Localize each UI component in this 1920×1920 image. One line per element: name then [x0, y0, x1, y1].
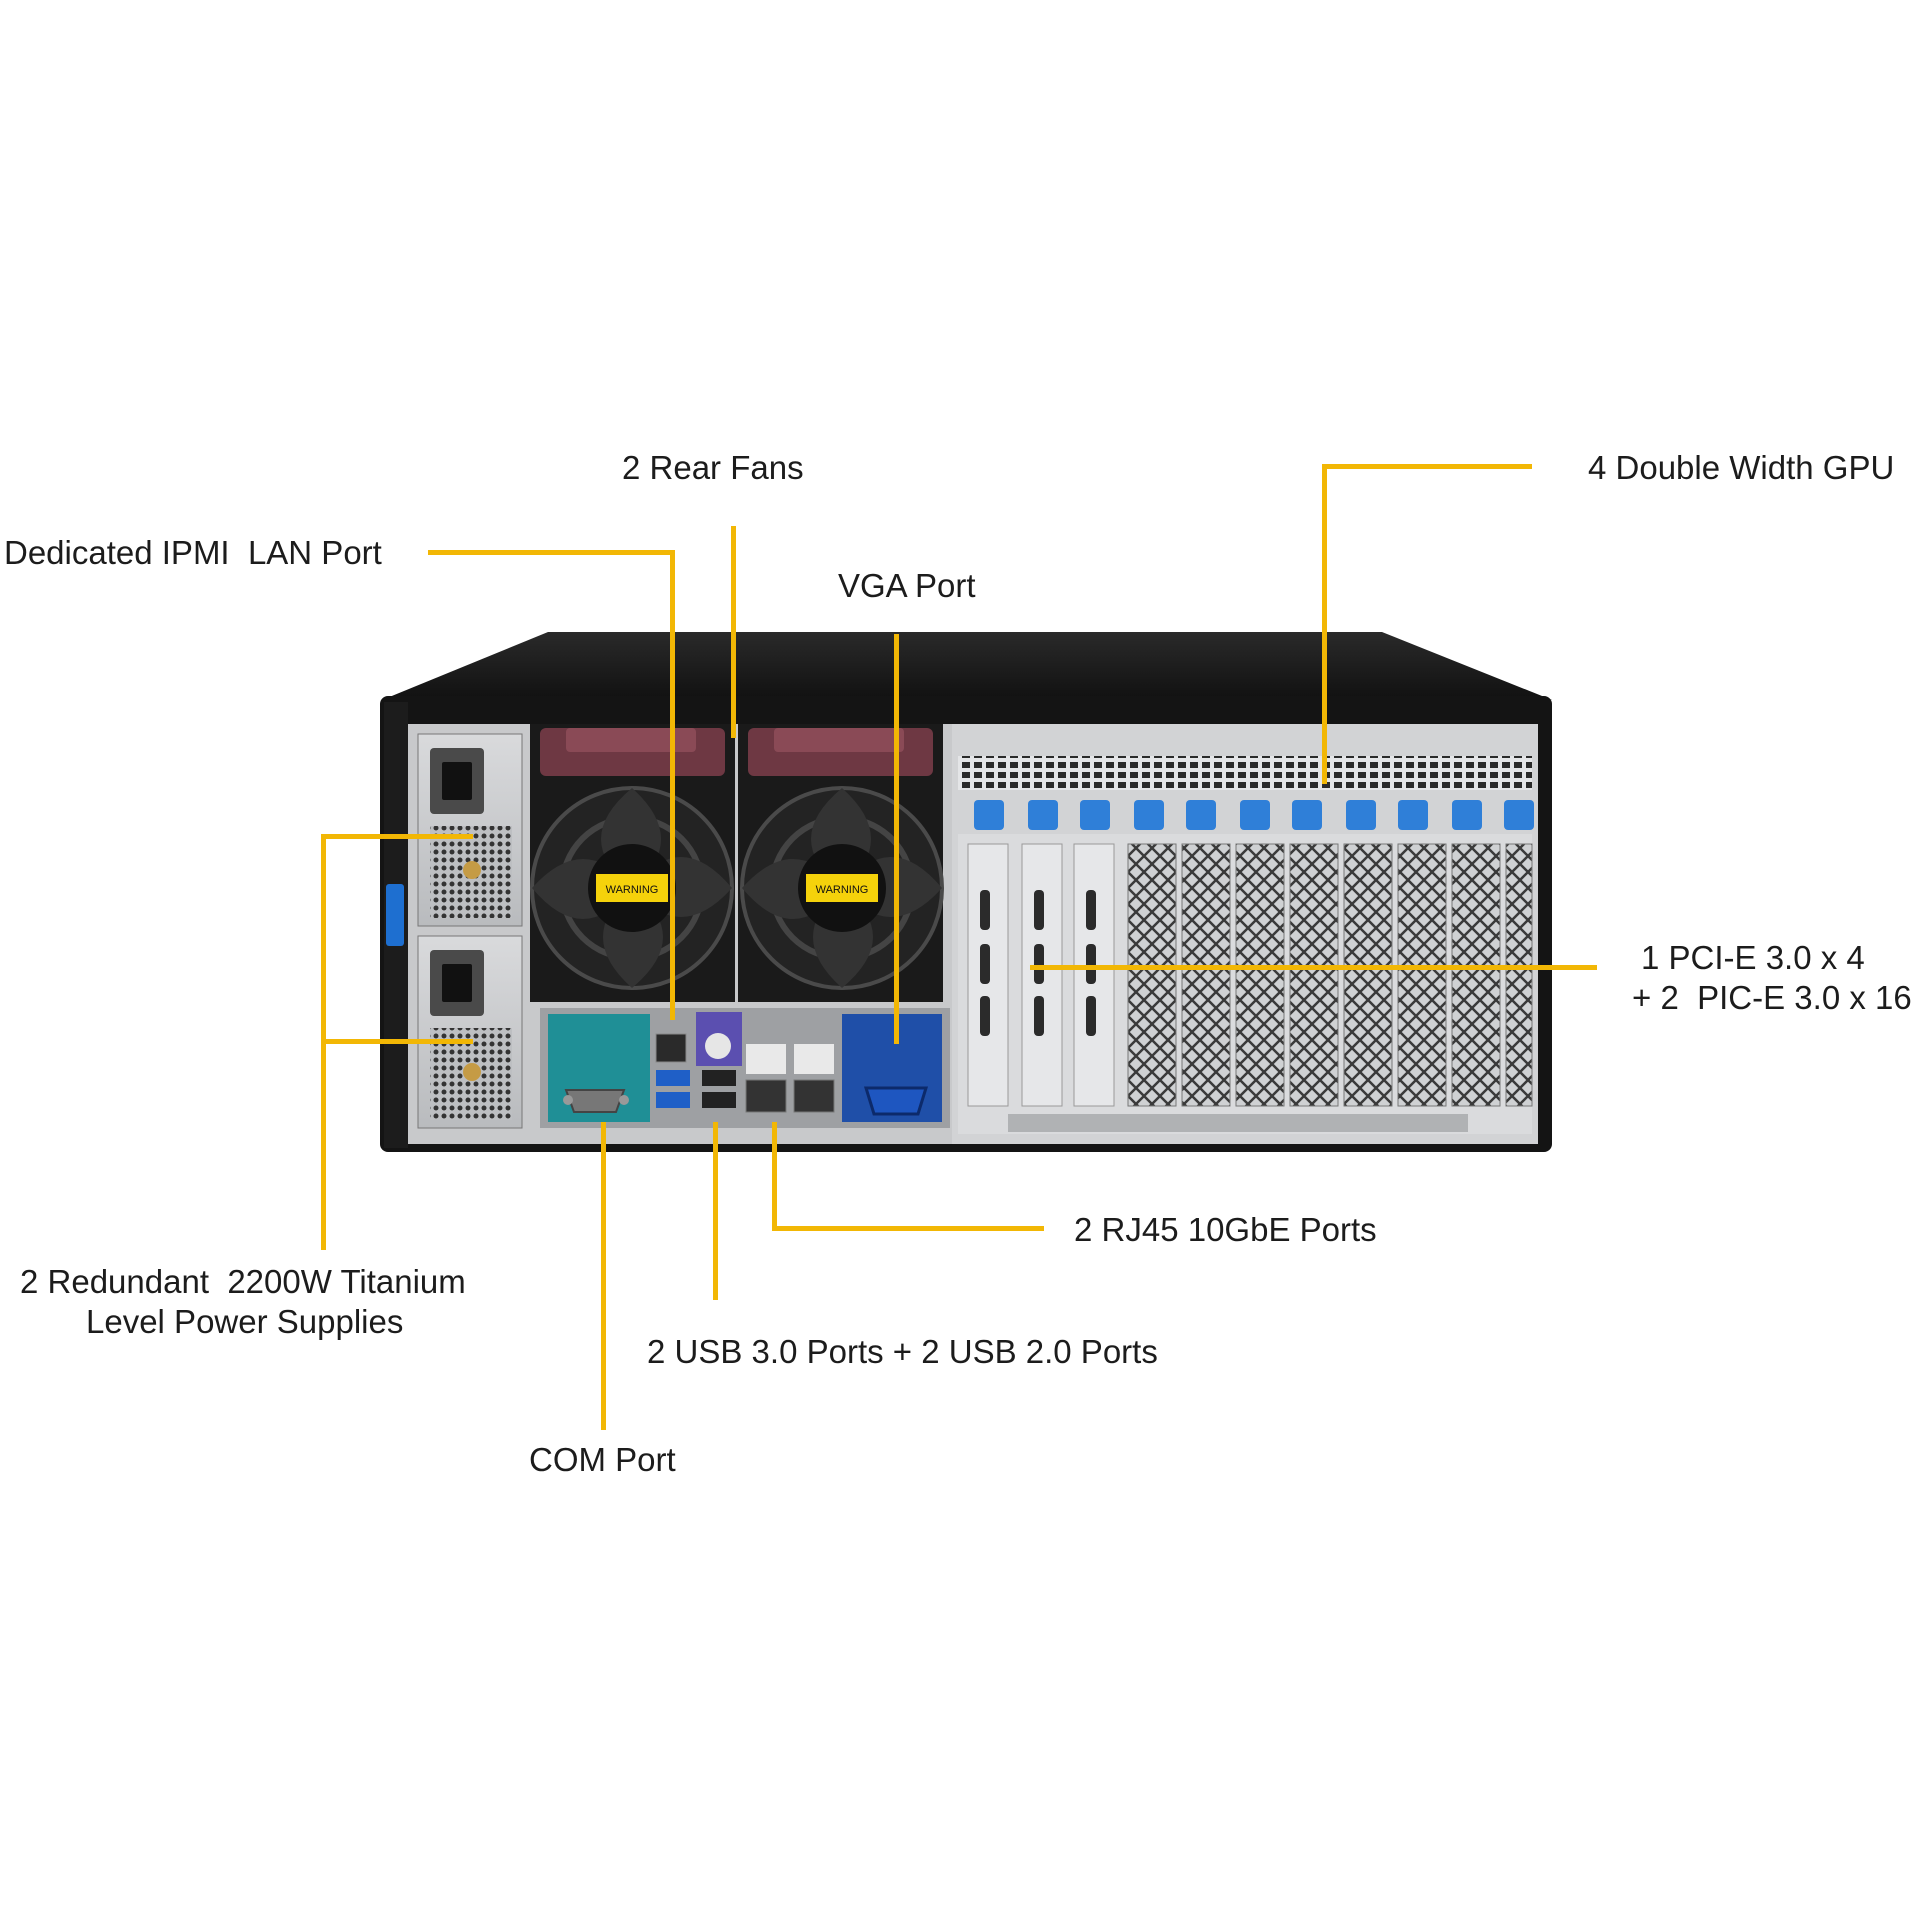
callout-usb-ports: 2 USB 3.0 Ports + 2 USB 2.0 Ports: [647, 1333, 1158, 1370]
callout-pcie-line1: 1 PCI-E 3.0 x 4: [1641, 939, 1865, 976]
io-panel: [540, 1008, 950, 1128]
ipmi-lan-port-connector: [655, 1033, 687, 1063]
power-supply-2: [417, 935, 523, 1129]
leader-gpu-v: [1322, 464, 1327, 784]
leader-usb: [713, 1122, 718, 1300]
leader-rj45-h: [772, 1226, 1044, 1231]
leader-vga: [894, 634, 899, 1044]
fan-warning-label-2: WARNING: [816, 884, 869, 896]
vga-port-connector: [863, 1086, 929, 1116]
leader-ipmi-h: [428, 550, 674, 555]
callout-pcie-line2: + 2 PIC-E 3.0 x 16: [1632, 979, 1912, 1016]
chassis-side-rail: [384, 702, 408, 1148]
chassis-top-lid: [382, 632, 1552, 700]
leader-psu-h2: [321, 1039, 473, 1044]
callout-rj45-ports: 2 RJ45 10GbE Ports: [1074, 1211, 1377, 1248]
slot-blue-latches: [974, 800, 1534, 830]
gpu-brackets: [1127, 843, 1533, 1107]
com-port-connector: [563, 1089, 629, 1113]
leader-gpu-h: [1322, 464, 1532, 469]
callout-gpu: 4 Double Width GPU: [1588, 449, 1895, 486]
leader-rj45-v: [772, 1122, 777, 1230]
leader-psu-h1: [321, 834, 473, 839]
fan-warning-label-1: WARNING: [606, 884, 659, 896]
callout-vga-port: VGA Port: [838, 567, 976, 604]
pcie-slot-brackets: [967, 843, 1115, 1107]
rear-fan-1: WARNING: [530, 724, 735, 1002]
leader-pcie: [1030, 965, 1597, 970]
leader-com: [601, 1122, 606, 1430]
callout-psu-line2: Level Power Supplies: [86, 1303, 404, 1340]
callout-psu-line1: 2 Redundant 2200W Titanium: [20, 1263, 466, 1300]
usb-ports-connector: [656, 1070, 736, 1108]
power-supply-1: [417, 733, 523, 927]
rj45-ports-connector: [745, 1044, 835, 1113]
rear-fan-2: WARNING: [738, 724, 944, 1002]
leader-rear-fans: [731, 526, 736, 738]
callout-com-port: COM Port: [529, 1441, 676, 1478]
callout-ipmi-lan-port: Dedicated IPMI LAN Port: [4, 534, 382, 571]
leader-ipmi-v: [670, 550, 675, 1020]
callout-rear-fans: 2 Rear Fans: [622, 449, 804, 486]
